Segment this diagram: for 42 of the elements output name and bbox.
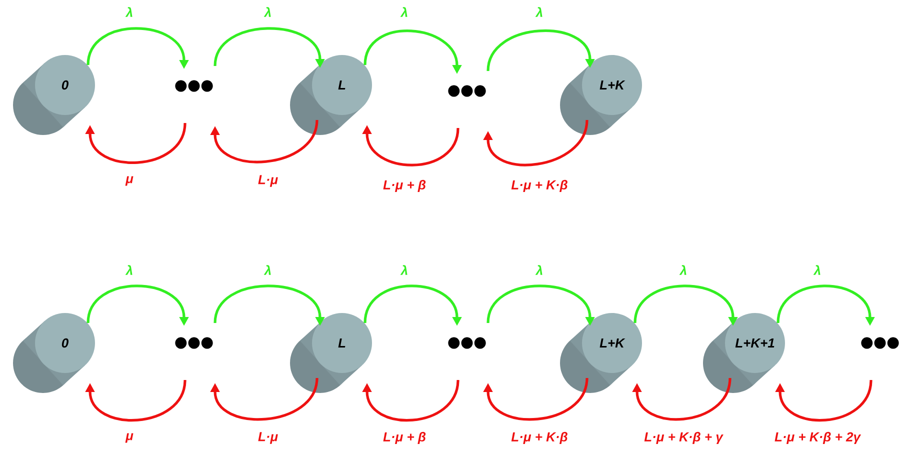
arrow [483, 378, 588, 421]
state-cylinder: L+K+1 [703, 313, 785, 393]
edge-label: L·μ + K·β + 2γ [774, 432, 862, 444]
arrow [632, 378, 732, 421]
arrow [85, 122, 186, 164]
state-cylinder: L+K [560, 313, 642, 393]
arrow [486, 30, 595, 72]
ellipsis-dots: ●●● [448, 337, 486, 349]
state-cylinder: L [290, 55, 372, 135]
edge-label: λ [264, 7, 271, 17]
edge-label: λ [125, 7, 132, 17]
edge-label: L·μ [258, 432, 278, 444]
edge-label: λ [679, 265, 686, 275]
edge-label: λ [535, 265, 542, 275]
edge-label: λ [813, 265, 820, 275]
ellipsis-dots: ●●● [175, 337, 213, 349]
arrow [483, 120, 588, 166]
arrow [775, 380, 872, 422]
edge-label: λ [400, 7, 408, 17]
ellipsis-dots: ●●● [448, 85, 486, 97]
arrow [210, 378, 318, 421]
edge-label: μ [125, 176, 134, 186]
edge-label: L·μ + β [383, 432, 426, 444]
state-cylinder: L [290, 313, 372, 393]
state-cylinder: L+K [560, 55, 642, 135]
edge-label: λ [400, 265, 408, 275]
edge-label: L·μ + K·β [511, 432, 568, 444]
edge-label: λ [535, 7, 542, 17]
ellipsis-dots: ●●● [861, 337, 899, 349]
arrow [210, 120, 318, 164]
arrow [362, 380, 460, 422]
ellipsis-dots: ●●● [175, 80, 213, 92]
arrow [85, 380, 186, 422]
edge-label: λ [125, 265, 132, 275]
edge-label: L·μ + K·β [511, 180, 568, 192]
edge-label: μ [125, 433, 134, 443]
edge-label: L·μ + β [383, 180, 426, 192]
edge-label: L·μ [258, 175, 278, 187]
state-cylinder: 0 [13, 313, 95, 393]
edge-label: L·μ + K·β + γ [644, 432, 724, 444]
state-cylinder: 0 [13, 55, 95, 135]
edge-label: λ [264, 265, 271, 275]
